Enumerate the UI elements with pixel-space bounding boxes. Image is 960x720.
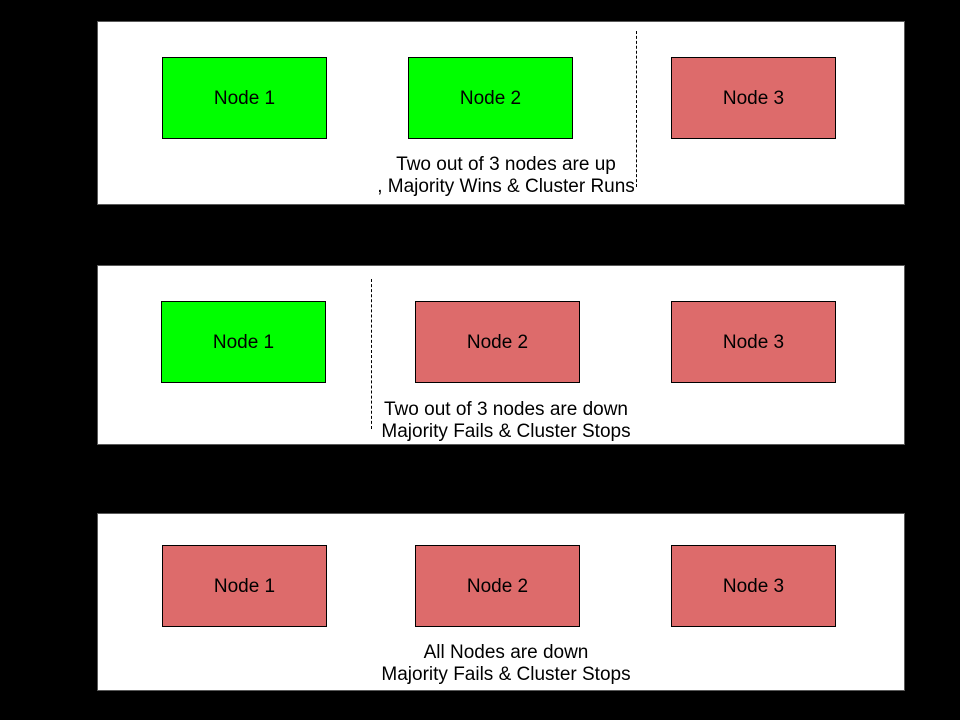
node-label: Node 3 [722, 87, 785, 109]
node-label: Node 3 [722, 331, 785, 353]
caption-line-1: Two out of 3 nodes are up [396, 154, 616, 175]
node-label: Node 1 [213, 87, 276, 109]
node-box-2: Node 2 [415, 301, 580, 383]
caption-line-2: Majority Fails & Cluster Stops [381, 664, 631, 685]
node-label: Node 2 [466, 575, 529, 597]
caption-line-1: Two out of 3 nodes are down [384, 399, 628, 420]
partition-dashed-line [371, 279, 372, 429]
panel-caption: All Nodes are down Majority Fails & Clus… [103, 642, 909, 686]
node-label: Node 3 [722, 575, 785, 597]
node-box-1: Node 1 [162, 545, 327, 627]
panel-majority-down: Node 1 Node 2 Node 3 Two out of 3 nodes … [97, 265, 905, 445]
node-box-1: Node 1 [161, 301, 326, 383]
caption-line-2: , Majority Wins & Cluster Runs [377, 176, 635, 197]
node-label: Node 1 [212, 331, 275, 353]
caption-line-2: Majority Fails & Cluster Stops [381, 421, 631, 442]
caption-line-1: All Nodes are down [423, 642, 589, 663]
node-label: Node 2 [466, 331, 529, 353]
node-label: Node 2 [459, 87, 522, 109]
node-box-1: Node 1 [162, 57, 327, 139]
node-box-2: Node 2 [408, 57, 573, 139]
node-box-3: Node 3 [671, 545, 836, 627]
partition-dashed-line [636, 31, 637, 187]
panel-all-down: Node 1 Node 2 Node 3 All Nodes are down … [97, 513, 905, 691]
node-label: Node 1 [213, 575, 276, 597]
panel-majority-up: Node 1 Node 2 Node 3 Two out of 3 nodes … [97, 21, 905, 205]
node-box-2: Node 2 [415, 545, 580, 627]
panel-caption: Two out of 3 nodes are up , Majority Win… [103, 154, 909, 198]
node-box-3: Node 3 [671, 57, 836, 139]
panel-caption: Two out of 3 nodes are down Majority Fai… [103, 399, 909, 443]
node-box-3: Node 3 [671, 301, 836, 383]
